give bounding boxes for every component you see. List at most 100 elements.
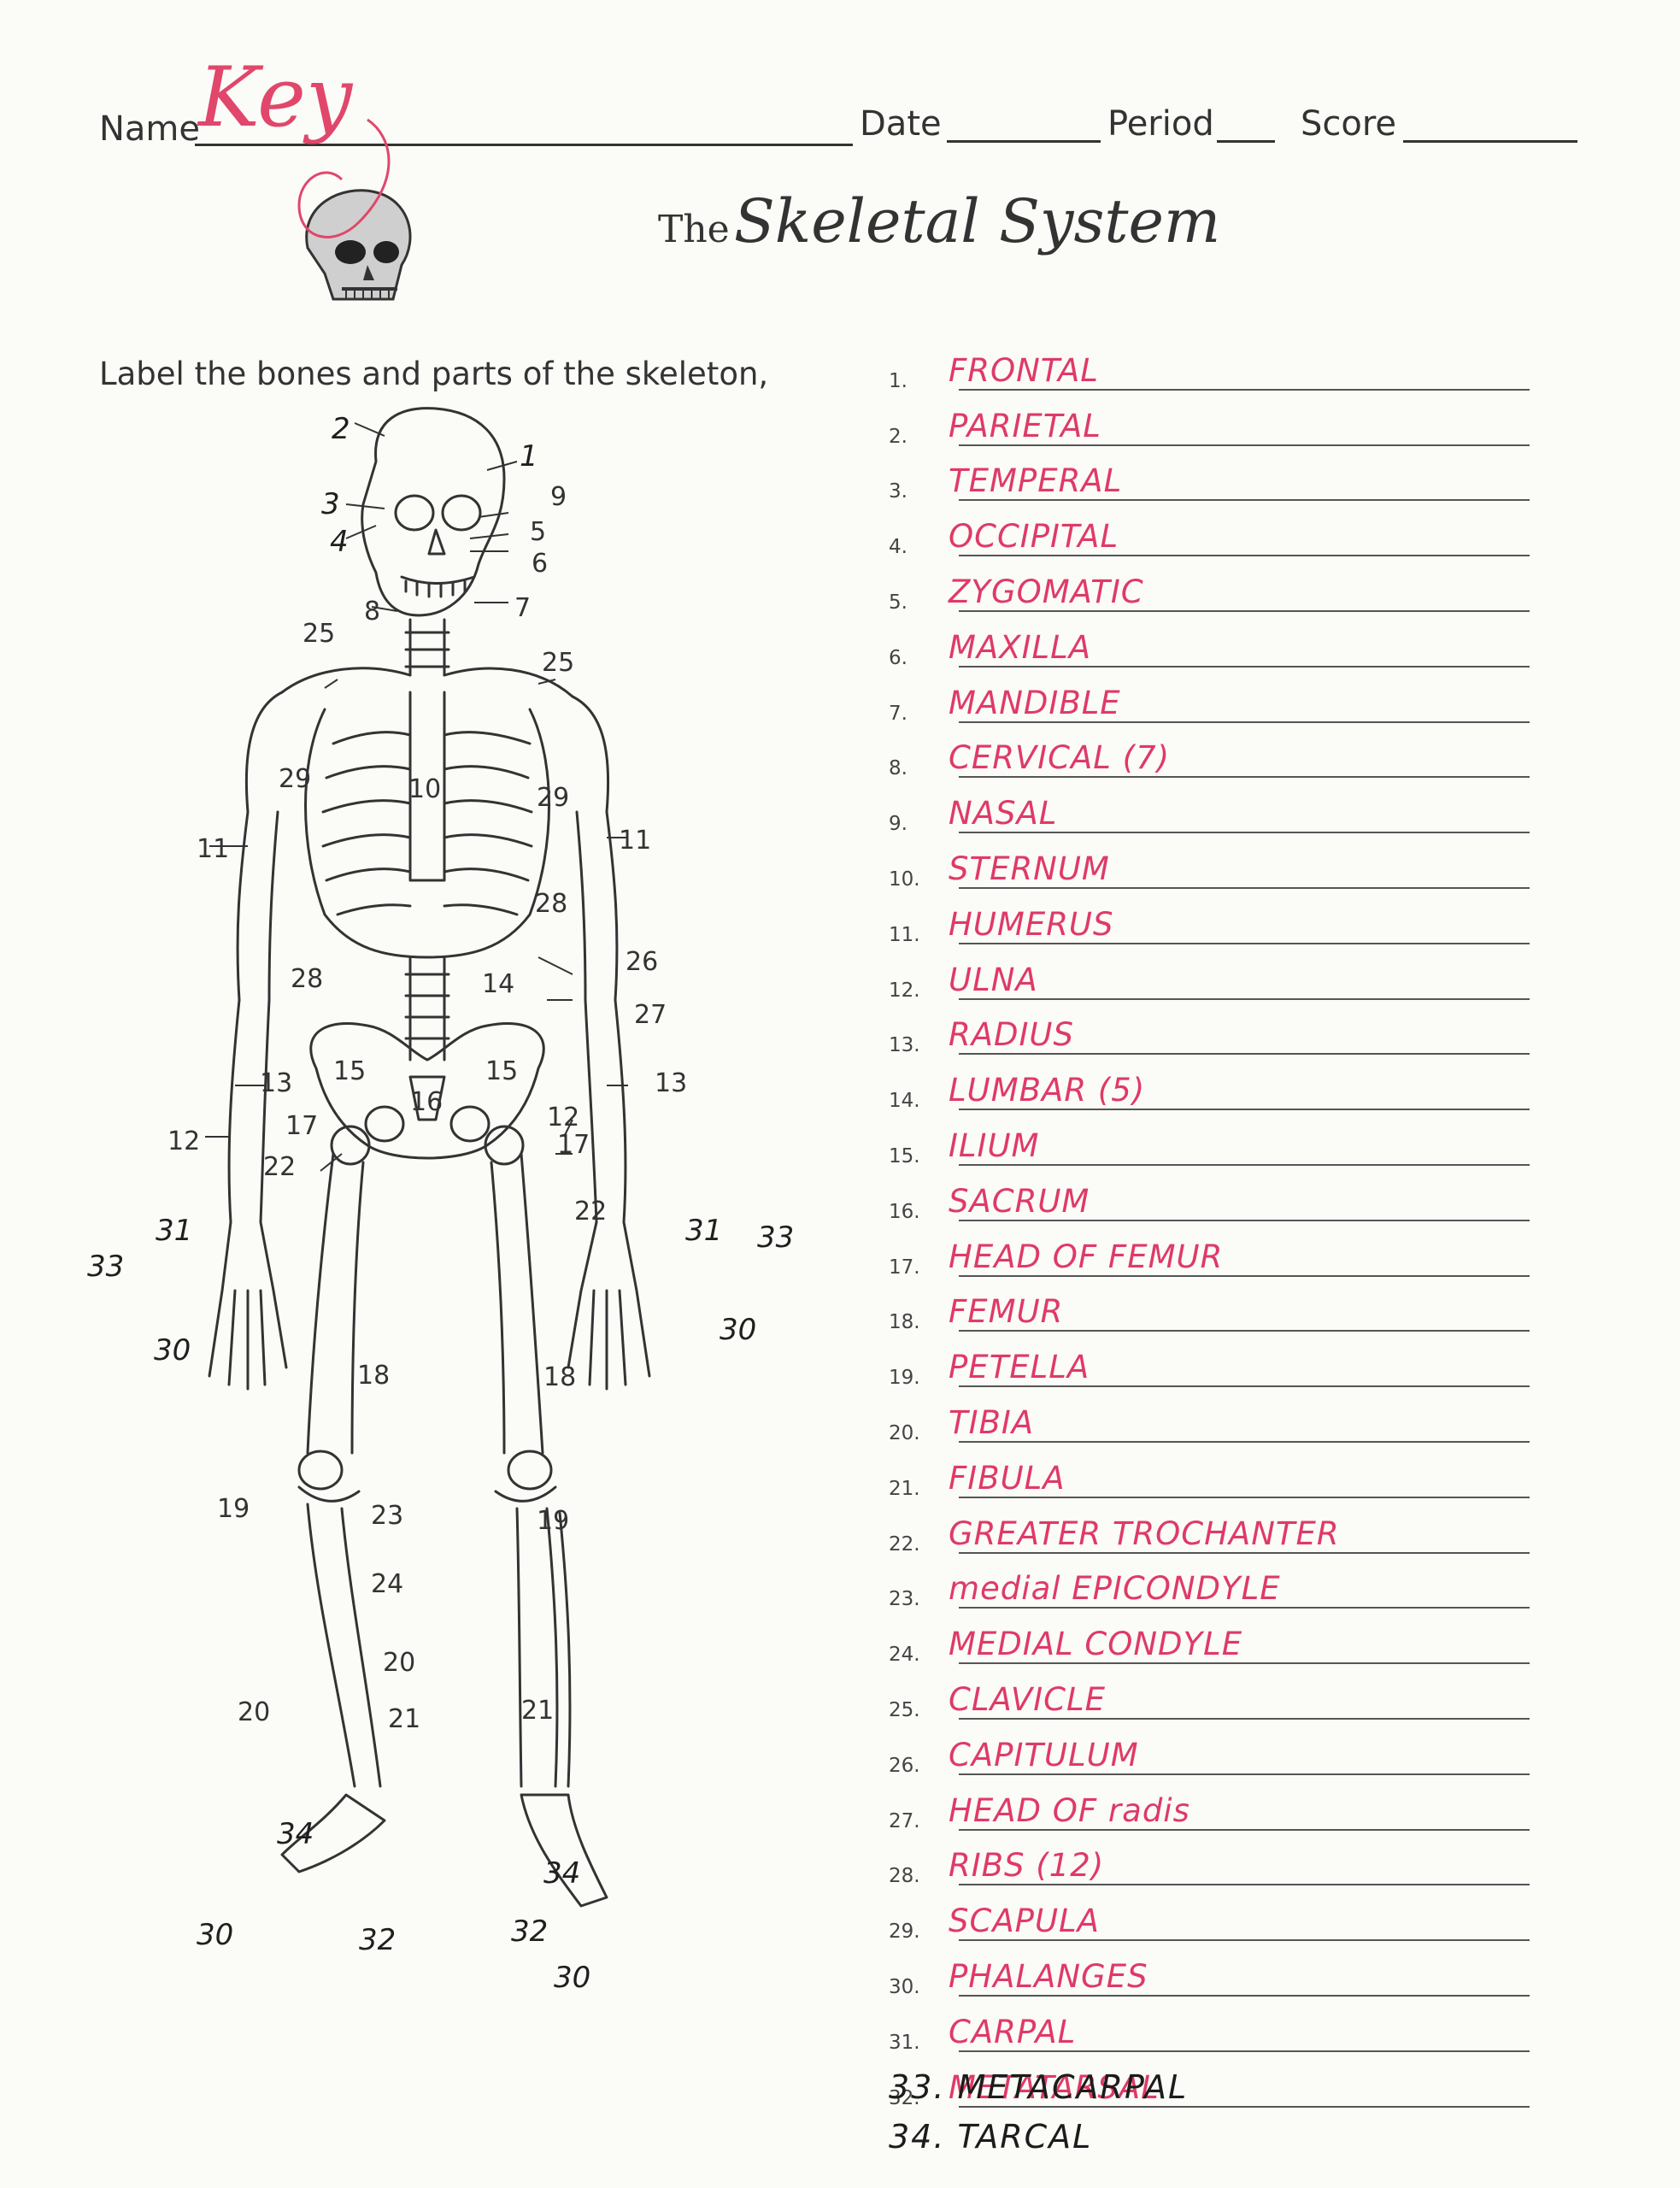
answer-line[interactable] xyxy=(959,1994,1530,1997)
skel-label-5: 5 xyxy=(530,517,547,547)
extra-answer-33: 33. METACARPAL xyxy=(889,2068,1189,2106)
answer-line[interactable] xyxy=(959,1828,1530,1831)
answer-number: 10. xyxy=(889,868,920,891)
skel-label-22a: 22 xyxy=(263,1152,297,1182)
answer-line[interactable] xyxy=(959,1109,1530,1111)
answer-row: 18.FEMUR xyxy=(889,1284,1530,1339)
skel-label-34b: 34 xyxy=(543,1856,581,1891)
answer-number: 5. xyxy=(889,591,908,614)
skel-label-31b: 31 xyxy=(685,1214,723,1248)
skel-label-32b: 32 xyxy=(511,1914,549,1949)
answer-text: CAPITULUM xyxy=(949,1736,1139,1773)
answer-line[interactable] xyxy=(959,1219,1530,1221)
answer-text: SCAPULA xyxy=(949,1903,1100,1940)
answer-line[interactable] xyxy=(959,886,1530,889)
answer-line[interactable] xyxy=(959,1163,1530,1166)
name-value: Key xyxy=(198,50,353,145)
answer-line[interactable] xyxy=(959,1274,1530,1277)
answer-line[interactable] xyxy=(959,997,1530,1000)
skel-label-30d: 30 xyxy=(554,1961,591,1995)
skel-label-18a: 18 xyxy=(357,1361,391,1391)
answer-line[interactable] xyxy=(959,2050,1530,2052)
answer-text: TEMPERAL xyxy=(949,462,1123,500)
score-line[interactable] xyxy=(1403,140,1577,143)
answer-row: 12.ULNA xyxy=(889,951,1530,1007)
answer-line[interactable] xyxy=(959,721,1530,723)
skel-label-24: 24 xyxy=(371,1569,404,1599)
answer-text: HEAD OF radis xyxy=(949,1791,1190,1829)
skel-label-6: 6 xyxy=(532,549,549,579)
skel-label-20a: 20 xyxy=(238,1697,271,1727)
answer-row: 9.NASAL xyxy=(889,785,1530,840)
date-label: Date xyxy=(860,104,942,144)
answer-line[interactable] xyxy=(959,1884,1530,1886)
skel-label-30a: 30 xyxy=(154,1333,191,1368)
key-loop-scribble xyxy=(297,118,391,238)
answer-line[interactable] xyxy=(959,609,1530,612)
answer-number: 7. xyxy=(889,702,908,725)
answer-number: 12. xyxy=(889,979,920,1002)
answer-line[interactable] xyxy=(959,1607,1530,1609)
answer-number: 16. xyxy=(889,1200,920,1223)
answer-line[interactable] xyxy=(959,1939,1530,1942)
skel-label-17b: 17 xyxy=(557,1130,590,1160)
answer-number: 14. xyxy=(889,1090,920,1113)
name-line[interactable] xyxy=(195,144,853,146)
answer-number: 28. xyxy=(889,1865,920,1888)
skel-label-29a: 29 xyxy=(279,764,312,794)
skel-label-19b: 19 xyxy=(537,1506,570,1536)
answer-text: ZYGOMATIC xyxy=(949,573,1144,610)
skel-label-26: 26 xyxy=(626,947,659,977)
answer-line[interactable] xyxy=(959,499,1530,502)
answer-row: 28.RIBS (12) xyxy=(889,1838,1530,1893)
answer-text: FIBULA xyxy=(949,1459,1066,1497)
answer-number: 4. xyxy=(889,536,908,559)
answer-text: STERNUM xyxy=(949,850,1110,887)
score-label: Score xyxy=(1301,104,1397,144)
skel-label-29b: 29 xyxy=(537,783,570,813)
answer-row: 3. TEMPERAL xyxy=(889,453,1530,509)
answer-line[interactable] xyxy=(959,1053,1530,1056)
answer-line[interactable] xyxy=(959,776,1530,779)
answer-row: 6.MAXILLA xyxy=(889,619,1530,674)
answer-row: 14.LUMBAR (5) xyxy=(889,1062,1530,1117)
answer-row: 24.MEDIAL CONDYLE xyxy=(889,1615,1530,1671)
answer-line[interactable] xyxy=(959,942,1530,944)
skel-label-30b: 30 xyxy=(720,1313,757,1347)
skel-label-13a: 13 xyxy=(260,1068,293,1098)
answer-number: 18. xyxy=(889,1311,920,1334)
name-label: Name xyxy=(99,109,201,149)
answer-row: 17.HEAD OF FEMUR xyxy=(889,1228,1530,1284)
answer-line[interactable] xyxy=(959,1496,1530,1498)
skel-label-33a: 33 xyxy=(87,1250,125,1284)
answer-text: CLAVICLE xyxy=(949,1680,1106,1718)
answer-number: 26. xyxy=(889,1754,920,1777)
answer-line[interactable] xyxy=(959,665,1530,668)
answer-row: 16.SACRUM xyxy=(889,1173,1530,1228)
answer-line[interactable] xyxy=(959,1330,1530,1332)
skel-label-8: 8 xyxy=(364,597,381,626)
answer-number: 29. xyxy=(889,1920,920,1944)
answer-row: 13.RADIUS xyxy=(889,1007,1530,1062)
skel-label-11a: 11 xyxy=(197,834,230,864)
answer-line[interactable] xyxy=(959,1717,1530,1720)
answer-line[interactable] xyxy=(959,1440,1530,1443)
skel-label-21a: 21 xyxy=(388,1704,421,1734)
answer-line[interactable] xyxy=(959,388,1530,391)
answer-number: 24. xyxy=(889,1644,920,1667)
date-line[interactable] xyxy=(947,140,1101,143)
skel-label-27: 27 xyxy=(634,1000,667,1030)
answer-line[interactable] xyxy=(959,1385,1530,1388)
answer-line[interactable] xyxy=(959,555,1530,557)
answer-line[interactable] xyxy=(959,1662,1530,1665)
period-line[interactable] xyxy=(1217,140,1275,143)
answer-number: 3. xyxy=(889,480,908,503)
answer-line[interactable] xyxy=(959,1551,1530,1554)
answer-line[interactable] xyxy=(959,2105,1530,2108)
answer-line[interactable] xyxy=(959,832,1530,834)
answer-line[interactable] xyxy=(959,1773,1530,1775)
skel-label-15b: 15 xyxy=(485,1056,519,1086)
skel-label-15a: 15 xyxy=(333,1056,367,1086)
answer-line[interactable] xyxy=(959,444,1530,446)
skel-label-16: 16 xyxy=(410,1087,443,1117)
